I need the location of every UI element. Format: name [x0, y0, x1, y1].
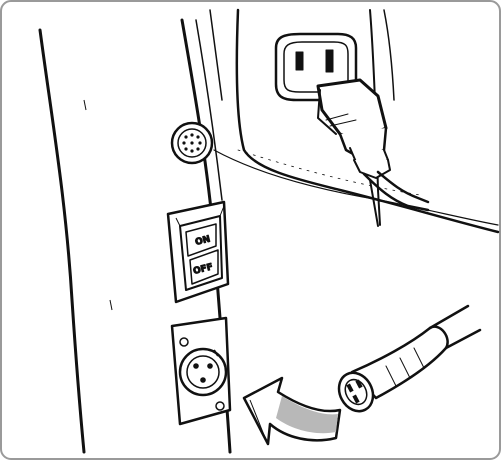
- round-connector-icon: [172, 123, 212, 163]
- power-switch: ON OFF: [168, 202, 228, 302]
- xlr-socket-icon: [172, 318, 230, 424]
